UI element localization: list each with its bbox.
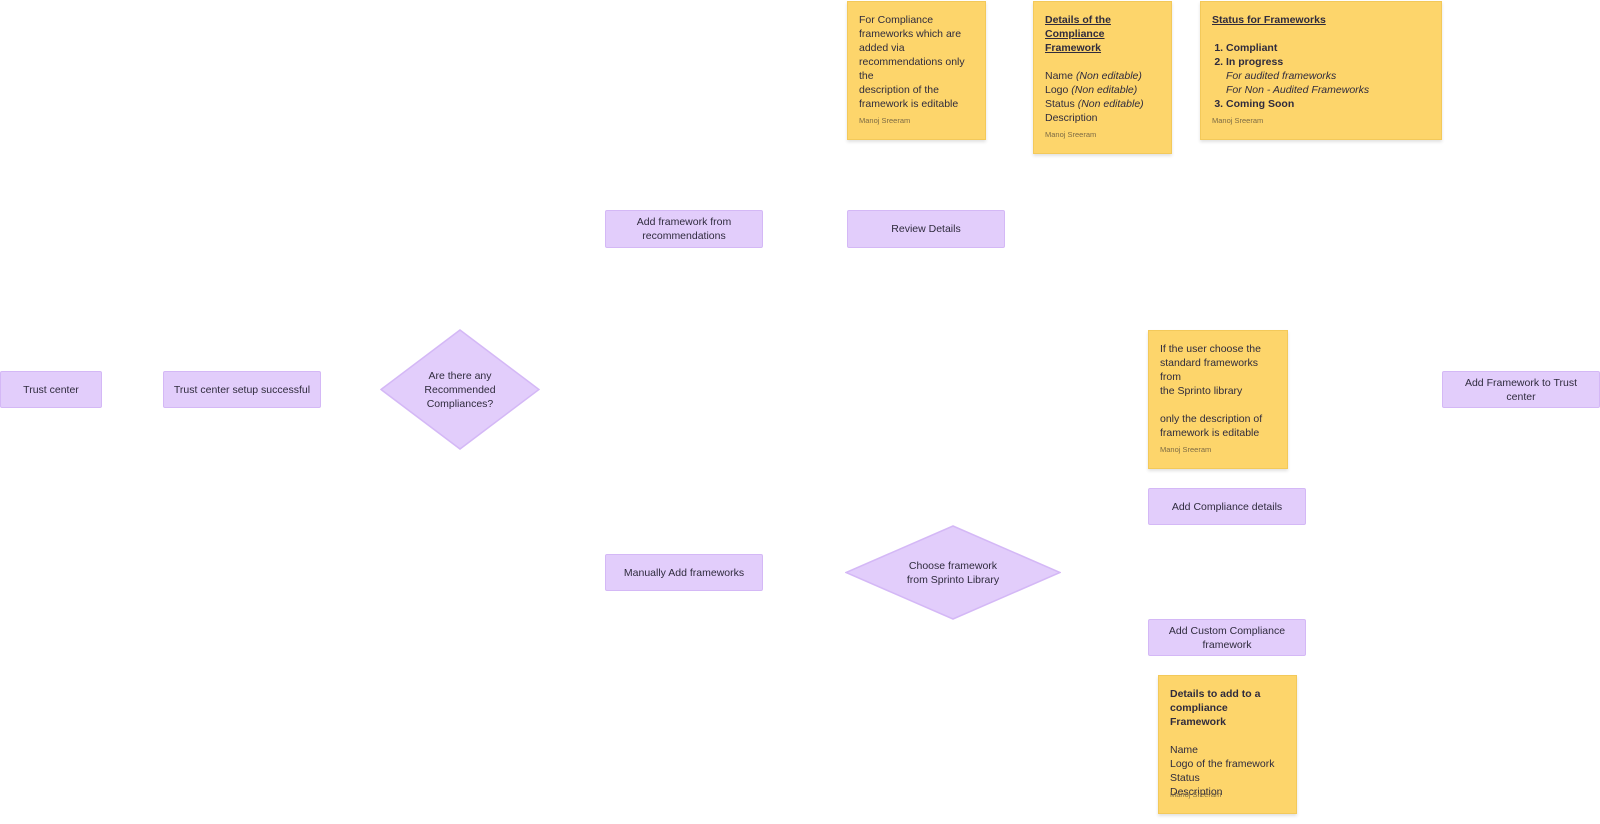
sticky-body: For Compliance frameworks which are adde… — [859, 14, 965, 110]
choose-framework-decision[interactable]: Choose framework from Sprinto Library — [845, 525, 1061, 620]
add-custom-framework-node[interactable]: Add Custom Compliance framework — [1148, 619, 1306, 656]
status-list: Compliant In progress For audited framew… — [1212, 41, 1430, 111]
detail-row-description: Description — [1045, 112, 1098, 124]
add-compliance-details-node[interactable]: Add Compliance details — [1148, 488, 1306, 525]
setup-successful-node[interactable]: Trust center setup successful — [163, 371, 321, 408]
detail-row-logo: Logo (Non editable) — [1045, 84, 1138, 96]
status-item-in-progress: In progress For audited frameworks For N… — [1226, 55, 1430, 97]
trust-center-node[interactable]: Trust center — [0, 371, 102, 408]
sticky-title: Status for Frameworks — [1212, 14, 1326, 26]
custom-row-description: Description — [1170, 786, 1223, 798]
status-sub-non-audited: For Non - Audited Frameworks — [1226, 84, 1370, 96]
detail-row-status: Status (Non editable) — [1045, 98, 1144, 110]
status-sub-audited: For audited frameworks — [1226, 70, 1337, 82]
details-sticky-note[interactable]: Details of the Compliance Framework Name… — [1033, 1, 1172, 154]
review-details-node[interactable]: Review Details — [847, 210, 1005, 248]
recommended-compliances-decision[interactable]: Are there any Recommended Compliances? — [380, 329, 540, 450]
manually-add-node[interactable]: Manually Add frameworks — [605, 554, 763, 591]
sticky-body: If the user choose the standard framewor… — [1160, 343, 1263, 439]
sticky-author: Manoj Sreeram — [1212, 116, 1264, 125]
recommendations-sticky-note[interactable]: For Compliance frameworks which are adde… — [847, 1, 986, 140]
sticky-author: Manoj Sreeram — [1160, 445, 1212, 454]
decision-label: Are there any Recommended Compliances? — [424, 369, 496, 410]
sticky-author: Manoj Sreeram — [1045, 130, 1097, 139]
add-to-trust-center-node[interactable]: Add Framework to Trust center — [1442, 371, 1600, 408]
sticky-author: Manoj Sreeram — [859, 116, 911, 125]
decision-diamond-shape — [845, 525, 1061, 620]
library-sticky-note[interactable]: If the user choose the standard framewor… — [1148, 330, 1288, 469]
detail-row-name: Name (Non editable) — [1045, 70, 1142, 82]
decision-label: Choose framework from Sprinto Library — [906, 559, 1000, 586]
status-sticky-note[interactable]: Status for Frameworks Compliant In progr… — [1200, 1, 1442, 140]
custom-row-logo: Logo of the framework — [1170, 758, 1275, 770]
status-item-compliant: Compliant — [1226, 41, 1430, 55]
status-item-coming-soon: Coming Soon — [1226, 97, 1430, 111]
sticky-author: Manoj Sreeram — [1170, 790, 1222, 799]
sticky-title: Details to add to a compliance Framework — [1170, 688, 1261, 728]
sticky-title: Details of the Compliance Framework — [1045, 14, 1111, 54]
custom-row-name: Name — [1170, 744, 1199, 756]
decision-diamond-shape — [380, 329, 540, 450]
custom-framework-sticky-note[interactable]: Details to add to a compliance Framework… — [1158, 675, 1297, 814]
custom-row-status: Status — [1170, 772, 1200, 784]
add-from-recommendations-node[interactable]: Add framework from recommendations — [605, 210, 763, 248]
